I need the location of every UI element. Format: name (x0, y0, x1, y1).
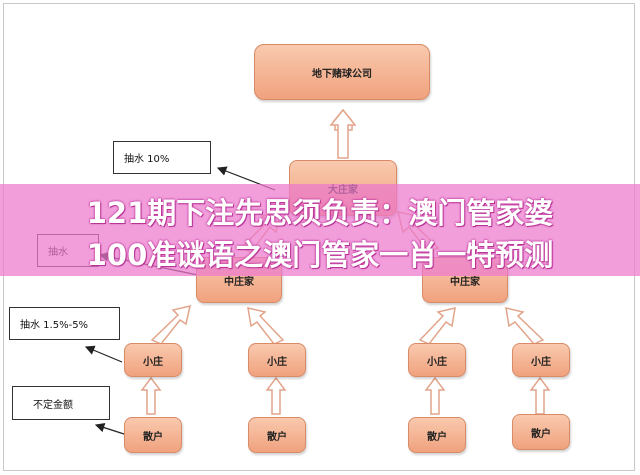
note-variable-amount: 不定金额 (12, 386, 110, 420)
banner-line-1: 121期下注先思须负责：澳门管家婆 (86, 196, 554, 230)
arrow-up (505, 307, 545, 345)
arrow-up (265, 376, 287, 415)
node-company: 地下赌球公司 (254, 44, 430, 100)
node-retail: 散户 (124, 417, 182, 453)
node-retail: 散户 (408, 417, 466, 453)
arrow-up (140, 376, 162, 415)
pointer-line (94, 423, 125, 435)
arrow-up (529, 376, 551, 415)
node-small-dealer: 小庄 (248, 343, 306, 377)
node-retail: 散户 (512, 414, 570, 450)
overlay-banner: 121期下注先思须负责：澳门管家婆 100准谜语之澳门管家一肖一特预测 (0, 184, 640, 276)
banner-line-2: 100准谜语之澳门管家一肖一特预测 (86, 238, 554, 272)
note-commission-small: 抽水 1.5%-5% (9, 307, 120, 340)
node-retail: 散户 (248, 417, 306, 453)
arrow-up (247, 307, 285, 345)
arrow-up (150, 304, 191, 345)
node-small-dealer: 小庄 (408, 343, 466, 377)
arrow-up (424, 376, 446, 415)
node-small-dealer: 小庄 (512, 343, 570, 377)
note-commission-big: 抽水 10% (113, 141, 211, 174)
node-small-dealer: 小庄 (124, 343, 182, 377)
arrow-up (329, 108, 357, 159)
arrow-up (418, 307, 456, 345)
pointer-line (84, 345, 123, 363)
